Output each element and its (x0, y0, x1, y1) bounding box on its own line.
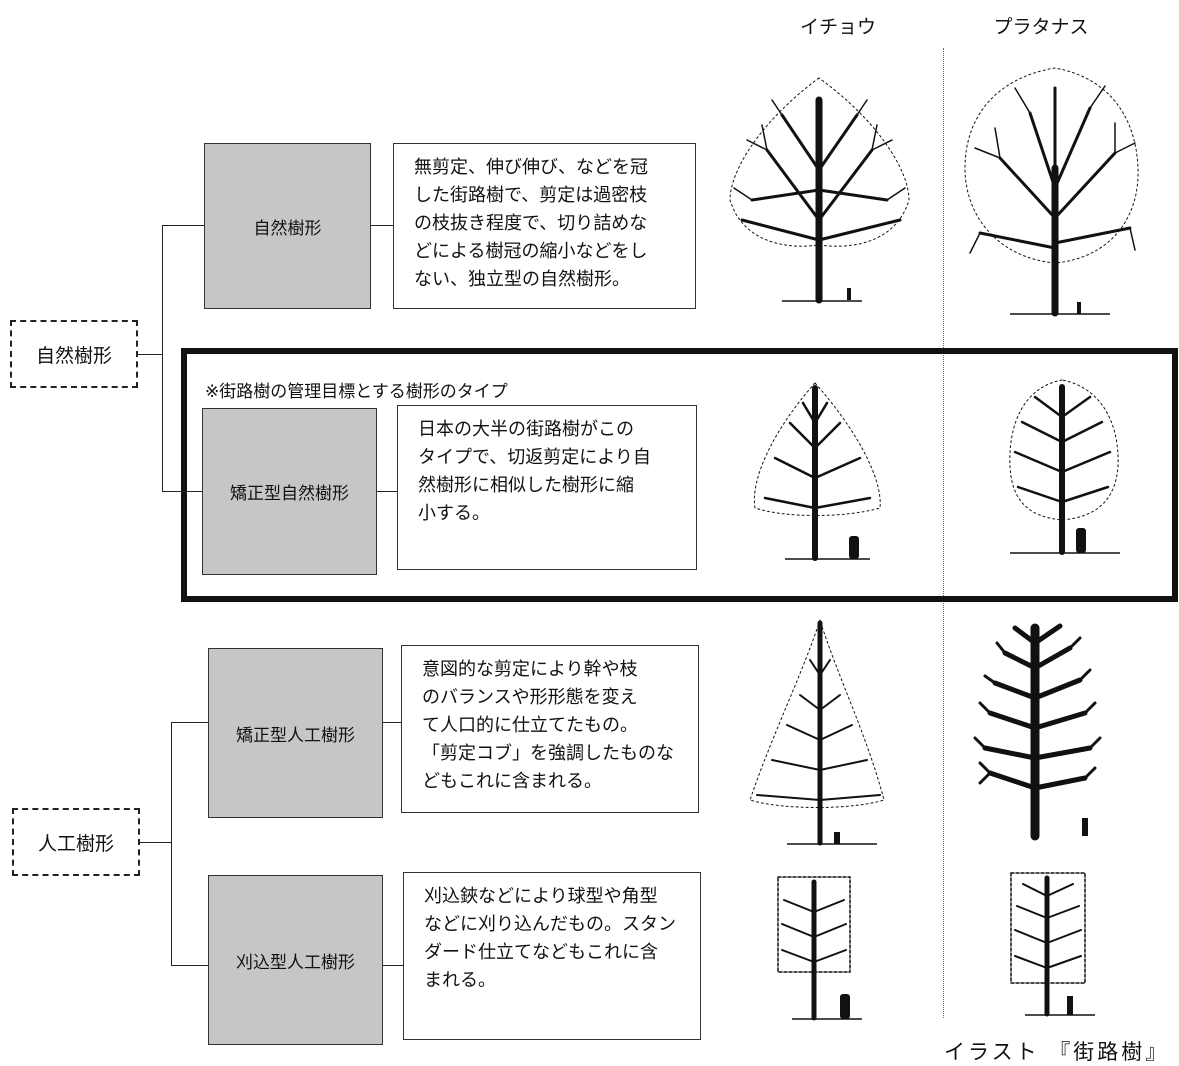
connector (371, 225, 393, 226)
category-natural: 自然樹形 (10, 320, 138, 388)
type-sheared-artificial-description: 刈込鋏などにより球型や角型 などに刈り込んだもの。スタン ダード仕立てなどもこれ… (403, 872, 701, 1040)
ginkgo-sheared-tree-illustration (777, 876, 862, 1021)
column-divider (943, 48, 944, 1018)
type-corrected-natural-description: 日本の大半の街路樹がこの タイプで、切返剪定により自 然樹形に相似した樹形に縮 … (397, 405, 697, 570)
connector (377, 491, 397, 492)
type-natural-description: 無剪定、伸び伸び、などを冠 した街路樹で、剪定は過密枝 の枝抜き程度で、切り詰め… (393, 143, 696, 309)
highlight-frame (181, 348, 1178, 602)
type-natural-box: 自然樹形 (204, 143, 371, 309)
platanus-corrected-artificial-tree-illustration (973, 623, 1102, 841)
connector (383, 965, 403, 966)
column-header-ginkgo: イチョウ (799, 16, 876, 38)
category-artificial: 人工樹形 (12, 808, 140, 876)
connector (138, 354, 163, 355)
column-header-platanus: プラタナス (993, 16, 1089, 38)
connector (162, 225, 163, 491)
platanus-corrected-natural-tree-illustration (1009, 379, 1120, 555)
type-corrected-artificial-description: 意図的な剪定により幹や枝 のバランスや形形態を変え て人口的に仕立てたもの。 「… (401, 645, 699, 813)
type-sheared-artificial-box: 刈込型人工樹形 (208, 875, 383, 1045)
platanus-natural-tree-illustration (964, 67, 1139, 317)
illustration-credit: イラスト 『街路樹』 (944, 1040, 1170, 1064)
connector (171, 965, 208, 966)
highlight-note: ※街路樹の管理目標とする樹形のタイプ (205, 382, 508, 402)
connector (162, 225, 204, 226)
connector (171, 722, 208, 723)
type-corrected-artificial-box: 矯正型人工樹形 (208, 648, 383, 818)
connector (383, 722, 401, 723)
ginkgo-corrected-artificial-tree-illustration (749, 618, 885, 846)
platanus-sheared-tree-illustration (1010, 872, 1095, 1017)
type-corrected-natural-box: 矯正型自然樹形 (202, 408, 377, 575)
connector (140, 842, 172, 843)
connector (171, 722, 172, 966)
ginkgo-natural-tree-illustration (729, 77, 910, 304)
connector (162, 491, 202, 492)
ginkgo-corrected-natural-tree-illustration (753, 382, 881, 561)
